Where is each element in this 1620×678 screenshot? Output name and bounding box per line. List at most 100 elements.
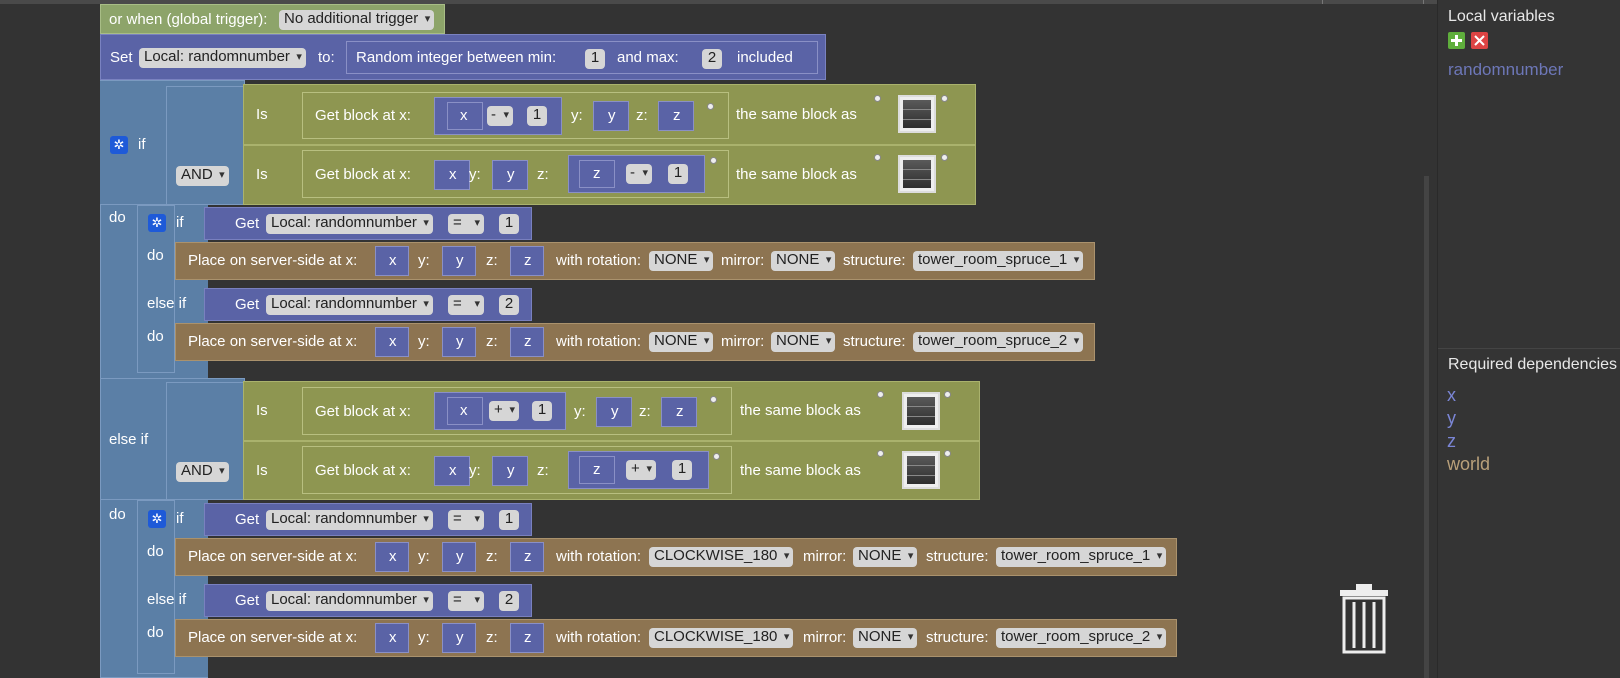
place-structure-block[interactable]: Place on server-side at x: x y: y z: z w… bbox=[175, 242, 1095, 280]
variable-dropdown[interactable]: Local: randomnumber bbox=[266, 591, 433, 611]
mirror-label: mirror: bbox=[721, 252, 765, 269]
else-if-label: else if bbox=[147, 295, 187, 312]
number-1[interactable]: 1 bbox=[672, 460, 692, 480]
number-2[interactable]: 2 bbox=[499, 591, 519, 611]
max-value[interactable]: 2 bbox=[702, 49, 722, 69]
stone-bricks-icon[interactable] bbox=[898, 155, 936, 193]
rotation-dropdown[interactable]: CLOCKWISE_180 bbox=[649, 628, 794, 648]
mirror-dropdown[interactable]: NONE bbox=[771, 251, 836, 271]
operator-dropdown[interactable]: = bbox=[448, 510, 484, 530]
is-same-block[interactable]: Is Get block at x: x + 1 y: y z: z the s… bbox=[243, 381, 980, 441]
compare-block[interactable]: Get Local: randomnumber = 2 bbox=[204, 584, 532, 617]
z-var: z bbox=[673, 107, 681, 124]
gear-icon[interactable] bbox=[148, 510, 166, 528]
trash-icon[interactable] bbox=[1336, 584, 1392, 654]
variable-randomnumber[interactable]: randomnumber bbox=[1448, 60, 1564, 79]
get-block-at[interactable]: Get block at x: x y: y z: z + 1 bbox=[302, 446, 732, 494]
gear-icon[interactable] bbox=[110, 136, 128, 154]
get-block-at[interactable]: Get block at x: x - 1 y: y z: z bbox=[302, 92, 729, 139]
structure-dropdown[interactable]: tower_room_spruce_2 bbox=[913, 332, 1084, 352]
x-var: x bbox=[389, 629, 397, 646]
structure-dropdown[interactable]: tower_room_spruce_1 bbox=[913, 251, 1084, 271]
mirror-dropdown[interactable]: NONE bbox=[771, 332, 836, 352]
vertical-scrollbar[interactable] bbox=[1424, 176, 1429, 678]
operator-dropdown[interactable]: = bbox=[448, 214, 484, 234]
number-1[interactable]: 1 bbox=[499, 510, 519, 530]
x-minus-1[interactable]: x - 1 bbox=[434, 97, 562, 135]
compare-block[interactable]: Get Local: randomnumber = 2 bbox=[204, 288, 532, 321]
get-label: Get bbox=[235, 296, 260, 313]
is-same-block[interactable]: Is Get block at x: x - 1 y: y z: z the s… bbox=[243, 84, 976, 145]
variable-dropdown[interactable]: Local: randomnumber bbox=[266, 510, 433, 530]
op-dropdown[interactable]: - bbox=[487, 106, 513, 126]
x-var: x bbox=[389, 252, 397, 269]
z-minus-1[interactable]: z - 1 bbox=[568, 155, 705, 193]
get-block-at[interactable]: Get block at x: x y: y z: z - 1 bbox=[302, 150, 729, 198]
dependency-world: world bbox=[1447, 454, 1491, 474]
remove-variable-icon[interactable] bbox=[1471, 32, 1488, 49]
inner-if-block[interactable] bbox=[137, 500, 175, 674]
variable-dropdown[interactable]: Local: randomnumber bbox=[139, 48, 306, 68]
number-1[interactable]: 1 bbox=[527, 106, 547, 126]
global-trigger-block[interactable]: or when (global trigger): No additional … bbox=[100, 4, 445, 34]
random-integer-block[interactable]: Random integer between min: 1 and max: 2… bbox=[346, 41, 818, 74]
and-dropdown[interactable]: AND bbox=[176, 462, 229, 482]
y-var: y bbox=[608, 107, 616, 124]
rotation-dropdown[interactable]: NONE bbox=[649, 332, 714, 352]
operator-dropdown[interactable]: = bbox=[448, 591, 484, 611]
number-1[interactable]: 1 bbox=[499, 214, 519, 234]
y-label: y: bbox=[469, 462, 481, 479]
y-label: y: bbox=[469, 166, 481, 183]
structure-dropdown[interactable]: tower_room_spruce_2 bbox=[996, 628, 1167, 648]
to-label: to: bbox=[318, 49, 335, 66]
compare-block[interactable]: Get Local: randomnumber = 1 bbox=[204, 503, 532, 536]
number-1[interactable]: 1 bbox=[532, 401, 552, 421]
x-plus-1[interactable]: x + 1 bbox=[434, 392, 566, 430]
op-dropdown[interactable]: - bbox=[626, 164, 652, 184]
place-structure-block[interactable]: Place on server-side at x: x y: y z: z w… bbox=[175, 323, 1095, 361]
op-dropdown[interactable]: + bbox=[626, 460, 656, 480]
stone-bricks-icon[interactable] bbox=[902, 451, 940, 489]
port-icon bbox=[874, 95, 881, 102]
add-variable-icon[interactable] bbox=[1448, 32, 1465, 49]
rotation-dropdown[interactable]: NONE bbox=[649, 251, 714, 271]
stone-bricks-icon[interactable] bbox=[898, 95, 936, 133]
z-label: z: bbox=[486, 252, 498, 269]
rotation-label: with rotation: bbox=[556, 333, 642, 350]
operator-dropdown[interactable]: = bbox=[448, 295, 484, 315]
number-1[interactable]: 1 bbox=[668, 164, 688, 184]
and-block[interactable]: AND bbox=[166, 382, 252, 500]
get-block-at[interactable]: Get block at x: x + 1 y: y z: z bbox=[302, 387, 732, 435]
x-var: x bbox=[389, 333, 397, 350]
variable-dropdown[interactable]: Local: randomnumber bbox=[266, 295, 433, 315]
z-plus-1[interactable]: z + 1 bbox=[568, 451, 709, 489]
structure-dropdown[interactable]: tower_room_spruce_1 bbox=[996, 547, 1167, 567]
op-dropdown[interactable]: + bbox=[489, 401, 519, 421]
and-block[interactable]: AND bbox=[166, 86, 252, 205]
place-structure-block[interactable]: Place on server-side at x: x y: y z: z w… bbox=[175, 538, 1177, 576]
variable-dropdown[interactable]: Local: randomnumber bbox=[266, 214, 433, 234]
trigger-dropdown[interactable]: No additional trigger bbox=[279, 10, 435, 30]
if-label: if bbox=[138, 136, 146, 153]
is-same-block[interactable]: Is Get block at x: x y: y z: z + 1 the s… bbox=[243, 441, 980, 500]
x-var: x bbox=[460, 402, 468, 419]
is-same-block[interactable]: Is Get block at x: x y: y z: z - 1 the s… bbox=[243, 145, 976, 205]
min-value[interactable]: 1 bbox=[585, 49, 605, 69]
stone-bricks-icon[interactable] bbox=[902, 392, 940, 430]
rotation-dropdown[interactable]: CLOCKWISE_180 bbox=[649, 547, 794, 567]
gear-icon[interactable] bbox=[148, 214, 166, 232]
inner-if-block[interactable] bbox=[137, 205, 175, 373]
place-structure-block[interactable]: Place on server-side at x: x y: y z: z w… bbox=[175, 619, 1177, 657]
port-icon bbox=[941, 95, 948, 102]
set-variable-block[interactable]: Set Local: randomnumber to: Random integ… bbox=[100, 34, 826, 80]
dependency-y: y bbox=[1447, 408, 1456, 428]
blockly-workspace[interactable]: or when (global trigger): No additional … bbox=[0, 0, 1437, 678]
do-label: do bbox=[147, 624, 164, 641]
mirror-dropdown[interactable]: NONE bbox=[853, 628, 918, 648]
mirror-dropdown[interactable]: NONE bbox=[853, 547, 918, 567]
number-2[interactable]: 2 bbox=[499, 295, 519, 315]
set-label: Set bbox=[110, 49, 133, 66]
y-var: y bbox=[456, 252, 464, 269]
compare-block[interactable]: Get Local: randomnumber = 1 bbox=[204, 207, 532, 240]
and-dropdown[interactable]: AND bbox=[176, 166, 229, 186]
